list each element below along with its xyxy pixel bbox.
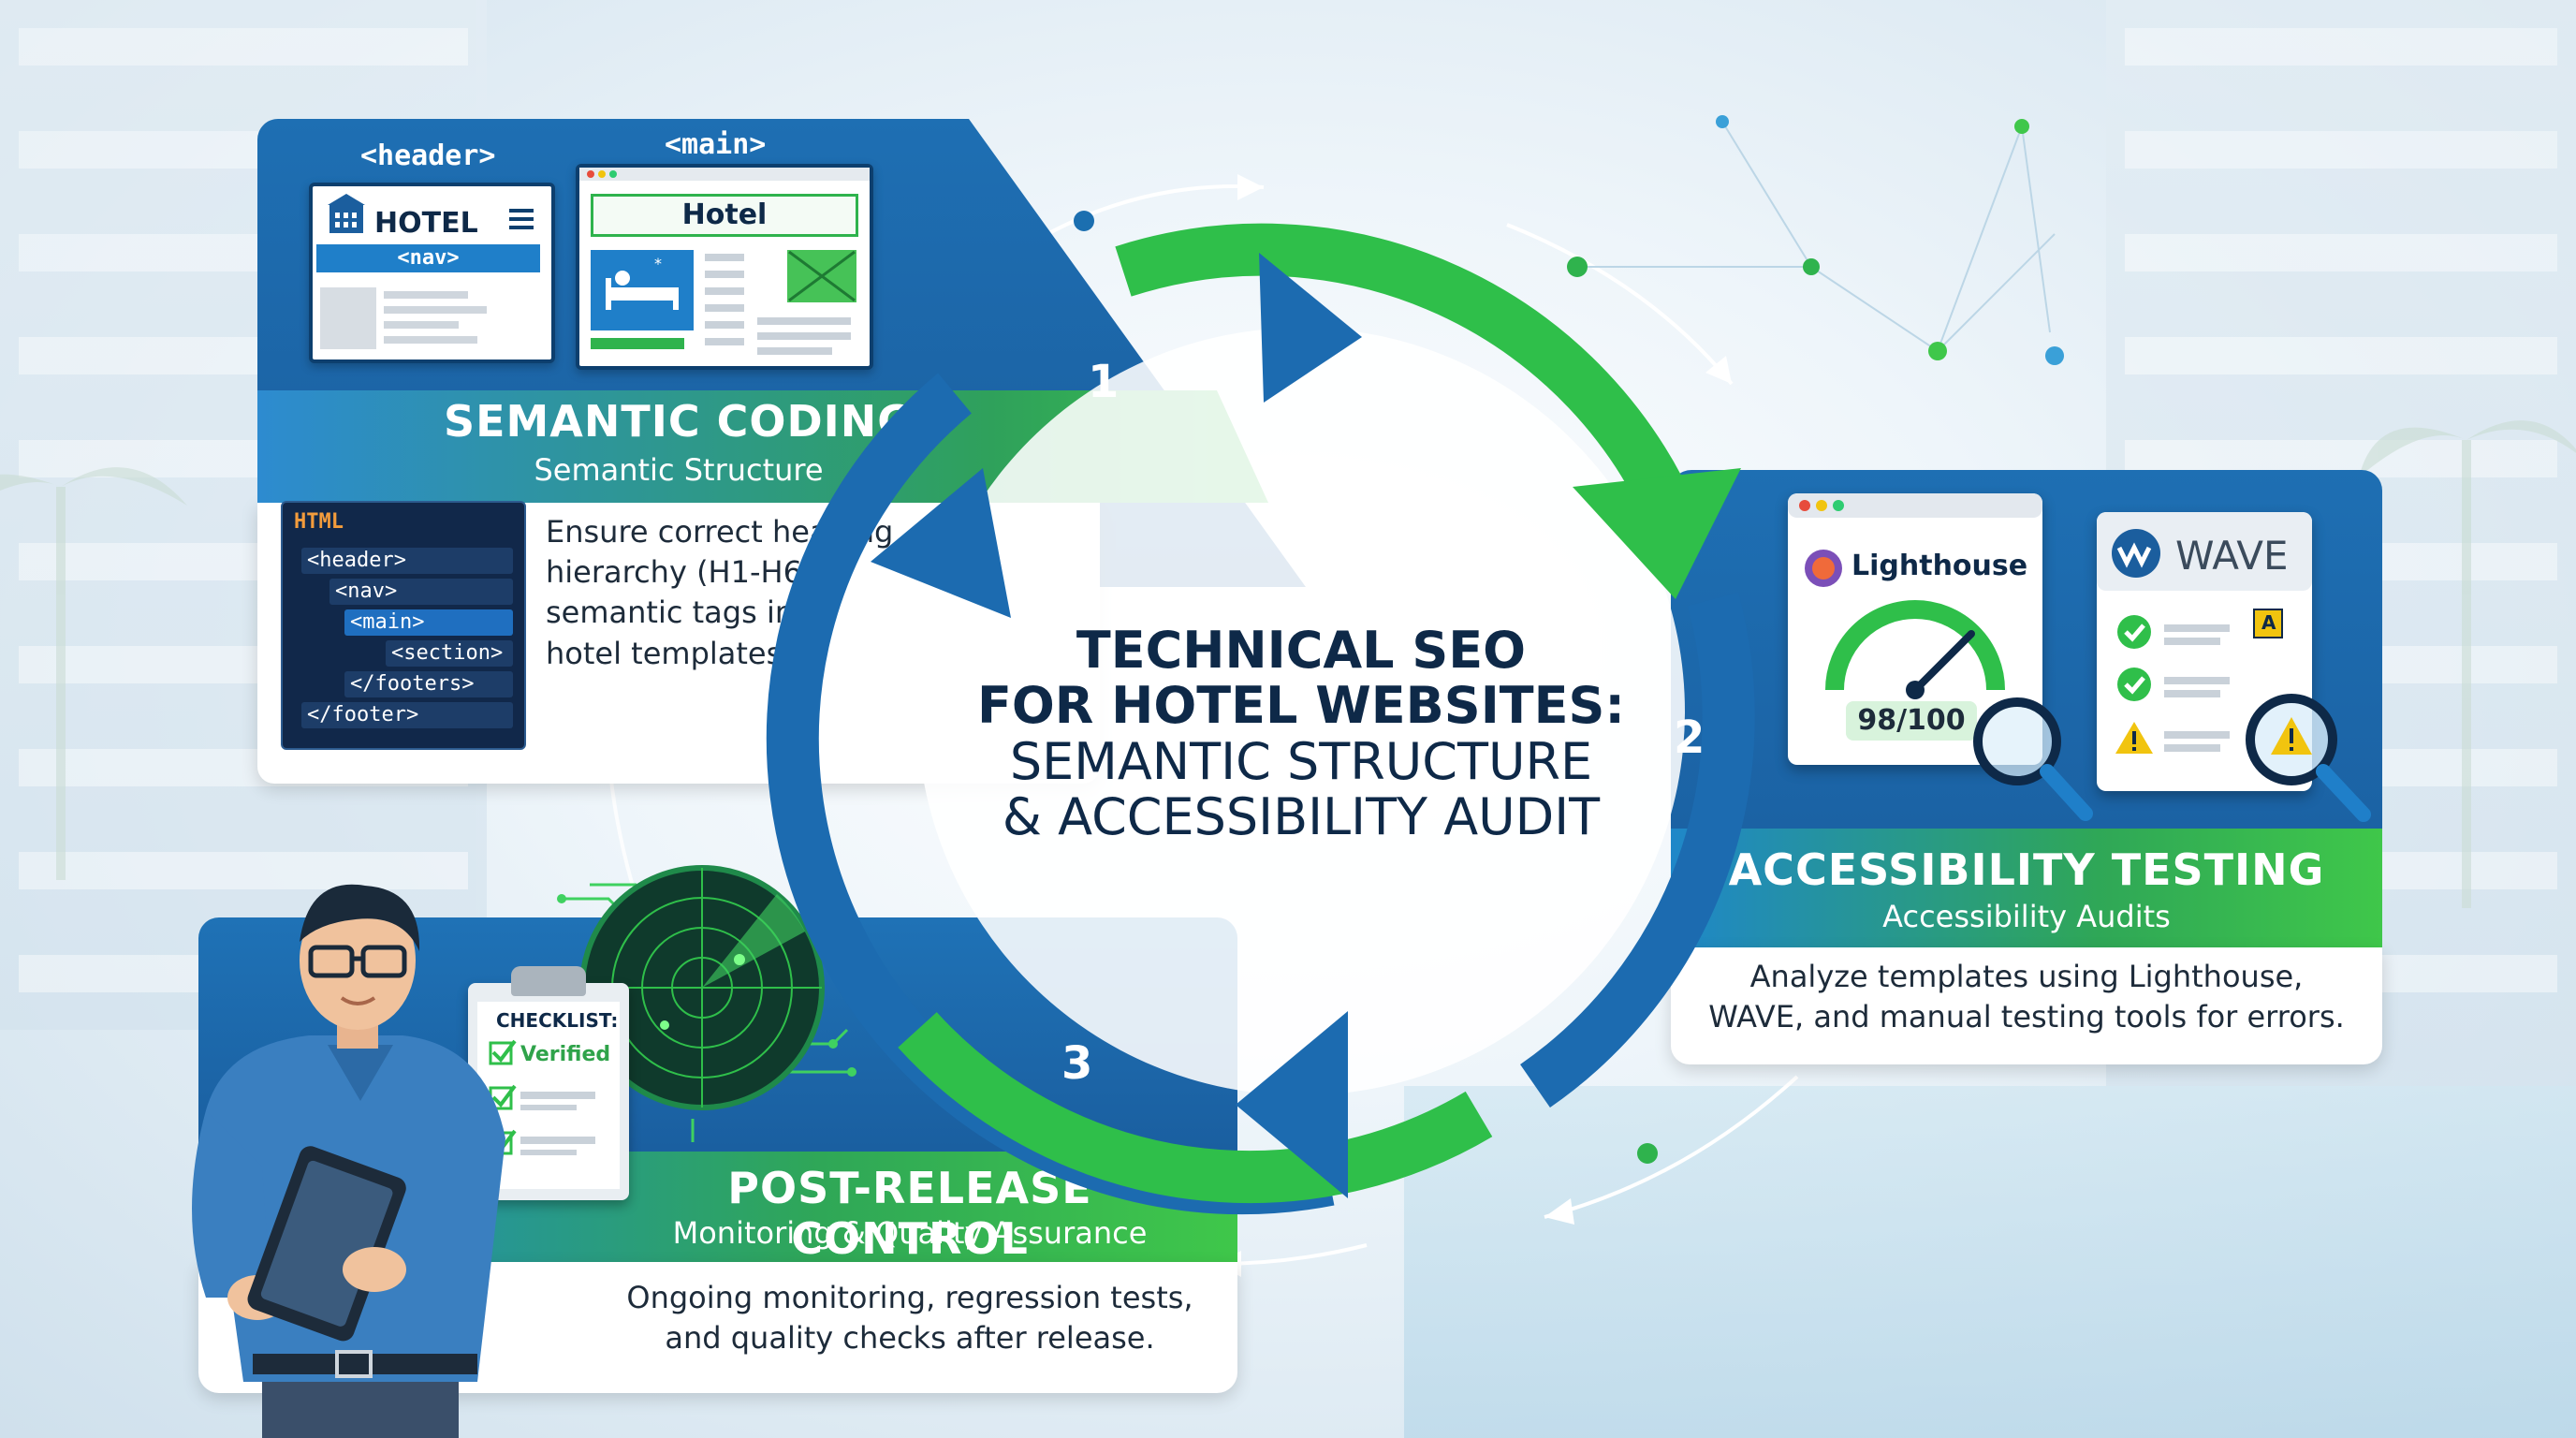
magnifier-warning-icon (2246, 694, 2371, 822)
arc-top (1115, 223, 1700, 535)
code-line: </footer> (301, 702, 513, 728)
code-language-label: HTML (294, 510, 344, 534)
step-2-title: ACCESSIBILITY TESTING (1728, 844, 2325, 895)
description-line: hotel templates. (546, 635, 792, 671)
checklist-heading: CHECKLIST: (496, 1009, 619, 1032)
main-tag-label: <main> (665, 128, 767, 161)
step-number-2: 2 (1674, 712, 1705, 764)
title-line-4: & ACCESSIBILITY AUDIT (1002, 787, 1601, 847)
arrowhead-3 (1236, 1011, 1348, 1198)
description-line: and quality checks after release. (665, 1320, 1155, 1357)
step-3-subtitle: Monitoring & Quality Assurance (672, 1215, 1148, 1251)
arrowhead-4 (871, 468, 1011, 618)
arrowhead-2 (1573, 468, 1741, 599)
step-3-title: POST-RELEASE CONTROL (727, 1163, 1092, 1264)
wave-letter: A (2261, 611, 2276, 634)
code-line: <nav> (329, 579, 513, 605)
background-pool (1404, 1086, 2576, 1438)
title-line-2: FOR HOTEL WEBSITES: (976, 676, 1625, 736)
wave-name: WAVE (2175, 533, 2289, 579)
code-line: </footers> (344, 671, 513, 697)
wave-report-icon (2097, 512, 2312, 754)
arrowhead-1 (1259, 253, 1362, 403)
radar-icon (557, 865, 856, 1142)
nav-bar: <nav> (316, 244, 540, 272)
svg-text:*: * (654, 255, 662, 272)
hotel-brand-text: HOTEL (374, 207, 478, 240)
arc-right (1520, 592, 1755, 1108)
lighthouse-card: Lighthouse 98/100 (1788, 493, 2042, 765)
step-accessibility-testing-panel: Lighthouse 98/100 WAVE A (1671, 470, 2382, 1064)
lighthouse-gauge-icon (1788, 493, 2042, 699)
step-3-description: Ongoing monitoring, regression tests, an… (610, 1278, 1209, 1358)
hotel-building-icon (320, 194, 534, 349)
browser-dots-icon (579, 168, 870, 181)
person-with-tablet-icon (192, 884, 505, 1438)
code-line-highlight: <main> (344, 609, 513, 636)
magnifier-icon (1973, 697, 2093, 821)
diagram-title: TECHNICAL SEO FOR HOTEL WEBSITES: SEMANT… (936, 623, 1666, 845)
bed-icon: * (591, 250, 856, 355)
arc-bottom (898, 1012, 1493, 1204)
code-line: <header> (301, 548, 513, 574)
step-1-title: SEMANTIC CODING (443, 396, 915, 447)
clip-icon (511, 966, 586, 996)
step-2-description: Analyze templates using Lighthouse, WAVE… (1671, 957, 2382, 1037)
title-band (1671, 829, 2382, 950)
description-line: Ongoing monitoring, regression tests, (626, 1280, 1193, 1315)
main-heading-box: Hotel (591, 194, 858, 237)
title-line-1: TECHNICAL SEO (1076, 621, 1527, 680)
header-tag-label: <header> (360, 139, 496, 172)
step-1-subtitle: Semantic Structure (534, 452, 824, 488)
title-line-3: SEMANTIC STRUCTURE (1009, 731, 1593, 791)
lighthouse-name: Lighthouse (1852, 550, 2028, 582)
step-number-1: 1 (1088, 356, 1120, 408)
main-wireframe: Hotel * (576, 164, 873, 370)
center-disc (917, 328, 1685, 1095)
description-line: semantic tags in (546, 594, 795, 631)
palm-left-icon (0, 467, 187, 880)
checklist-item-verified: Verified (520, 1043, 611, 1066)
html-code-snippet: HTML <header> <nav> <main> <section> </f… (281, 501, 526, 750)
lighthouse-score: 98/100 (1846, 701, 1977, 741)
header-wireframe: HOTEL <nav> (309, 183, 555, 363)
palm-right-icon (2359, 420, 2576, 908)
step-2-subtitle: Accessibility Audits (1882, 899, 2171, 934)
description-line: WAVE, and manual testing tools for error… (1708, 999, 2345, 1035)
description-line: Analyze templates using Lighthouse, (1749, 959, 2304, 994)
code-line: <section> (386, 640, 513, 667)
step-number-3: 3 (1061, 1037, 1093, 1090)
description-card (1671, 947, 2382, 1064)
